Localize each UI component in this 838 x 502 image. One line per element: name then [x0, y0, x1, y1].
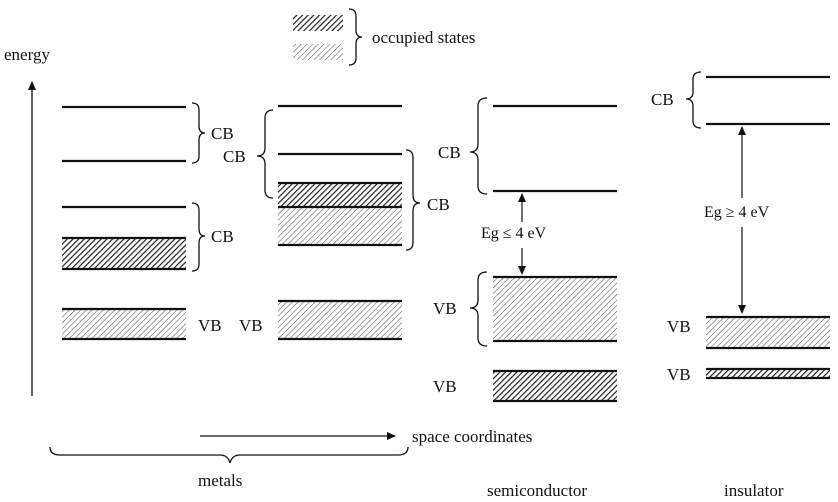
cb-brace [469, 97, 488, 195]
cb-brace [405, 149, 421, 251]
insulator-label: insulator [724, 481, 784, 500]
cb-label: CB [223, 147, 246, 166]
vb-label: VB [433, 299, 457, 318]
occupied-band-light [278, 301, 402, 339]
occupied-band-dense [493, 371, 617, 401]
cb-label: CB [651, 90, 674, 109]
gap-label: Eg ≥ 4 eV [704, 204, 770, 221]
space-axis: space coordinates [200, 427, 532, 446]
occupied-band-dense [706, 369, 830, 378]
metals-brace [49, 446, 409, 464]
metals-label: metals [198, 471, 242, 490]
cb-label: CB [427, 195, 450, 214]
occupied-band-dense [278, 183, 402, 207]
metal-1: CB CB VB [62, 102, 234, 341]
cb-label: CB [211, 124, 234, 143]
occupied-band-light [62, 309, 186, 339]
occupied-band-dense [62, 238, 186, 269]
vb-label: VB [667, 365, 691, 384]
energy-axis: energy [4, 45, 50, 396]
cb-label: CB [438, 143, 461, 162]
legend-brace [348, 8, 363, 66]
legend: occupied states [293, 8, 475, 66]
semiconductor-label: semiconductor [487, 481, 587, 500]
energy-label: energy [4, 45, 50, 64]
semiconductor-column: CB Eg ≤ 4 eV VB VB semiconductor [433, 97, 617, 500]
legend-dense-swatch [293, 15, 343, 31]
metals-group: metals [49, 446, 409, 490]
legend-light-swatch [293, 44, 343, 60]
vb-label: VB [239, 316, 263, 335]
occupied-band-light [493, 277, 617, 341]
cb-brace [256, 109, 274, 199]
legend-label: occupied states [372, 28, 475, 47]
vb-label: VB [198, 316, 222, 335]
vb-brace [469, 271, 488, 347]
occupied-band-light [706, 317, 830, 348]
cb-brace [191, 102, 206, 164]
gap-label: Eg ≤ 4 eV [481, 225, 547, 242]
metal-2: VB CB CB [223, 104, 450, 341]
insulator-column: CB Eg ≥ 4 eV VB VB insulator [651, 71, 830, 500]
occupied-band-light [278, 207, 402, 245]
vb-label: VB [667, 317, 691, 336]
cb-label: CB [211, 227, 234, 246]
cb-brace [685, 71, 702, 129]
cb-brace [191, 202, 206, 272]
vb-label: VB [433, 377, 457, 396]
space-label: space coordinates [412, 427, 532, 446]
